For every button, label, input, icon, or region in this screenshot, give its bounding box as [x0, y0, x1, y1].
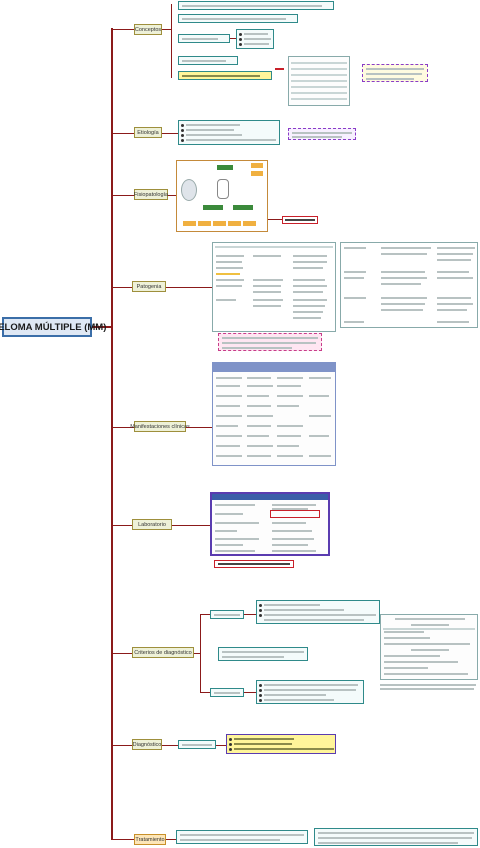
fisiopatologia-note	[282, 216, 318, 224]
criterios-table	[380, 614, 478, 680]
etiologia-note	[288, 128, 356, 140]
connector-diagnostico	[112, 745, 132, 746]
patogenia-note	[218, 333, 322, 351]
branch-diagnostico-label: Diagnóstico	[132, 741, 162, 748]
etiologia-hline	[162, 133, 178, 134]
branch-manifestaciones[interactable]: Manifestaciones clínicas	[130, 421, 190, 432]
branch-laboratorio-label: Laboratorio	[138, 521, 166, 528]
laboratorio-table	[210, 492, 330, 556]
conceptos-leaf-3	[178, 34, 230, 43]
branch-patogenia-label: Patogenia	[136, 283, 162, 290]
branch-tratamiento-label: Tratamiento	[135, 836, 165, 843]
criterios-note	[218, 647, 308, 661]
criterios-menores-list	[256, 680, 364, 704]
conceptos-note	[362, 64, 428, 82]
fisiopatologia-figure	[176, 160, 268, 232]
root-node: MIELOMA MÚLTIPLE (MM)	[0, 317, 106, 337]
branch-criterios[interactable]: Criterios de diagnóstico	[132, 647, 194, 658]
branch-diagnostico[interactable]: Diagnóstico	[132, 739, 162, 750]
criterios-menores-label	[210, 688, 244, 697]
root-title: MIELOMA MÚLTIPLE (MM)	[0, 321, 107, 333]
criterios-top-h	[200, 614, 210, 615]
branch-manifestaciones-label: Manifestaciones clínicas	[130, 423, 190, 430]
patogenia-table-2	[340, 242, 478, 328]
conceptos-table	[288, 56, 350, 106]
branch-laboratorio[interactable]: Laboratorio	[132, 519, 172, 530]
conceptos-hline	[162, 29, 172, 30]
branch-patogenia[interactable]: Patogenia	[132, 281, 166, 292]
diagnostico-label	[178, 740, 216, 749]
conceptos-leaf-1	[178, 1, 334, 10]
manifestaciones-hline	[186, 427, 212, 428]
criterios-bottom-h	[200, 692, 210, 693]
criterios-menores-connector	[244, 692, 256, 693]
fisiopatologia-hline	[168, 195, 176, 196]
diagnostico-hline-2	[216, 745, 226, 746]
patogenia-table	[212, 242, 336, 332]
connector-fisiopatologia	[112, 195, 134, 196]
criterios-mayores-label	[210, 610, 244, 619]
laboratorio-alert	[214, 560, 294, 568]
conceptos-vline	[171, 4, 172, 78]
criterios-hline	[194, 653, 200, 654]
spine-line	[111, 28, 113, 840]
criterios-vline	[200, 614, 201, 692]
branch-fisiopatologia[interactable]: Fisiopatología	[134, 189, 168, 200]
tratamiento-note	[314, 828, 478, 846]
connector-criterios	[112, 653, 132, 654]
diagnostico-list	[226, 734, 336, 754]
manifestaciones-table	[212, 362, 336, 466]
connector-tratamiento	[112, 839, 134, 840]
conceptos-leaf-3-list	[236, 29, 274, 49]
branch-fisiopatologia-label: Fisiopatología	[133, 191, 169, 198]
conceptos-sub-line	[230, 38, 236, 39]
connector-etiologia	[112, 133, 134, 134]
branch-conceptos[interactable]: Conceptos	[134, 24, 162, 35]
fisiopatologia-hline-2	[268, 219, 282, 220]
diagnostico-hline	[162, 745, 178, 746]
patogenia-hline	[166, 287, 212, 288]
branch-etiologia-label: Etiología	[137, 129, 159, 136]
tratamiento-text	[176, 830, 308, 844]
root-connector	[92, 326, 112, 328]
etiologia-list	[178, 120, 280, 145]
branch-criterios-label: Criterios de diagnóstico	[134, 649, 192, 656]
branch-tratamiento[interactable]: Tratamiento	[134, 834, 166, 845]
criterios-mayores-list	[256, 600, 380, 624]
conceptos-leaf-2	[178, 14, 298, 23]
branch-conceptos-label: Conceptos	[134, 26, 162, 33]
conceptos-leaf-4	[178, 56, 238, 65]
criterios-mayores-connector	[244, 614, 256, 615]
connector-conceptos	[112, 29, 134, 30]
connector-laboratorio	[112, 525, 132, 526]
conceptos-small-label	[275, 66, 287, 72]
connector-patogenia	[112, 287, 132, 288]
conceptos-leaf-5-highlight	[178, 71, 272, 80]
criterios-table-footnote	[380, 682, 478, 692]
connector-manifestaciones	[112, 427, 134, 428]
laboratorio-hline	[172, 525, 210, 526]
tratamiento-hline	[166, 839, 176, 840]
branch-etiologia[interactable]: Etiología	[134, 127, 162, 138]
